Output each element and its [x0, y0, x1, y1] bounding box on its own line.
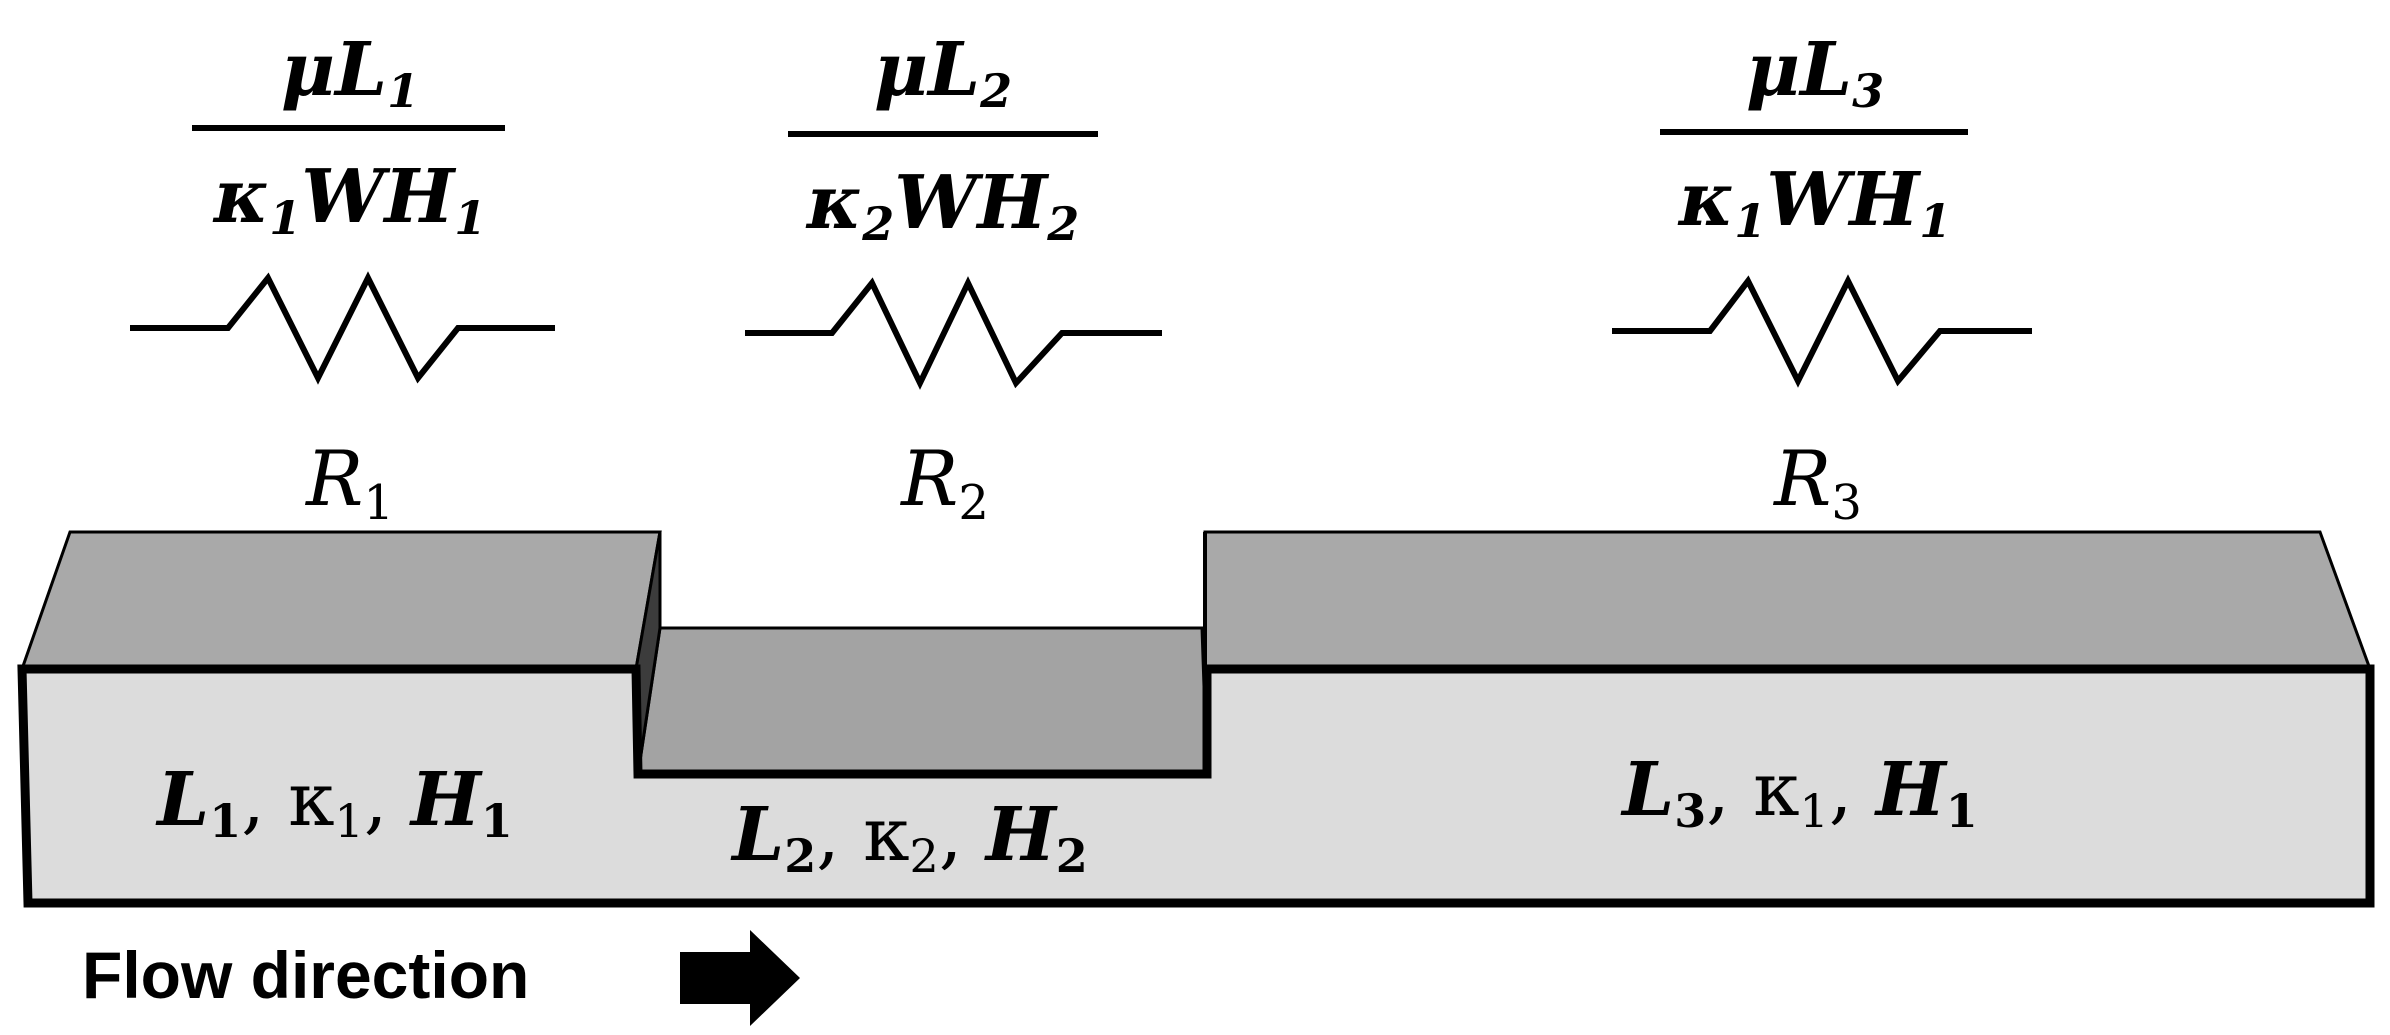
segment-label-3: L3, κ1, H1: [1620, 747, 1978, 838]
formula-r3-denominator: κ1WH1: [1677, 157, 1952, 248]
formula-r2-numerator: μL2: [874, 27, 1012, 118]
formula-r1-numerator: μL1: [281, 27, 419, 118]
channel-block: [17, 530, 2375, 908]
formula-r2: μL2 κ2WH2: [788, 27, 1098, 251]
formula-r3: μL3 κ1WH1: [1660, 27, 1968, 248]
segment-label-2: L2, κ2, H2: [730, 792, 1088, 883]
resistor-symbol-2: [745, 276, 1162, 390]
formula-r1-denominator: κ1WH1: [212, 154, 487, 245]
segment-3-top-face: [1203, 530, 2373, 671]
resistor-label-2: R2: [899, 434, 989, 531]
formula-r1: μL1 κ1WH1: [192, 27, 505, 245]
formula-r3-numerator: μL3: [1746, 27, 1884, 118]
segment-2-floor: [636, 626, 1209, 776]
segment-1-top-face: [19, 530, 662, 671]
segment-label-1: L1, κ1, H1: [155, 757, 513, 848]
resistor-label-1: R1: [304, 434, 394, 531]
formula-r2-denominator: κ2WH2: [805, 160, 1080, 251]
resistor-label-3: R3: [1772, 434, 1862, 531]
resistor-symbol-3: [1612, 274, 2032, 388]
resistor-group-3: μL3 κ1WH1 R3: [1612, 27, 2032, 531]
resistor-symbol-1: [130, 271, 555, 385]
right-arrow-icon: [680, 930, 800, 1026]
resistor-group-2: μL2 κ2WH2 R2: [745, 27, 1162, 531]
resistor-group-1: μL1 κ1WH1 R1: [130, 27, 555, 531]
flow-direction-label: Flow direction: [82, 938, 529, 1012]
